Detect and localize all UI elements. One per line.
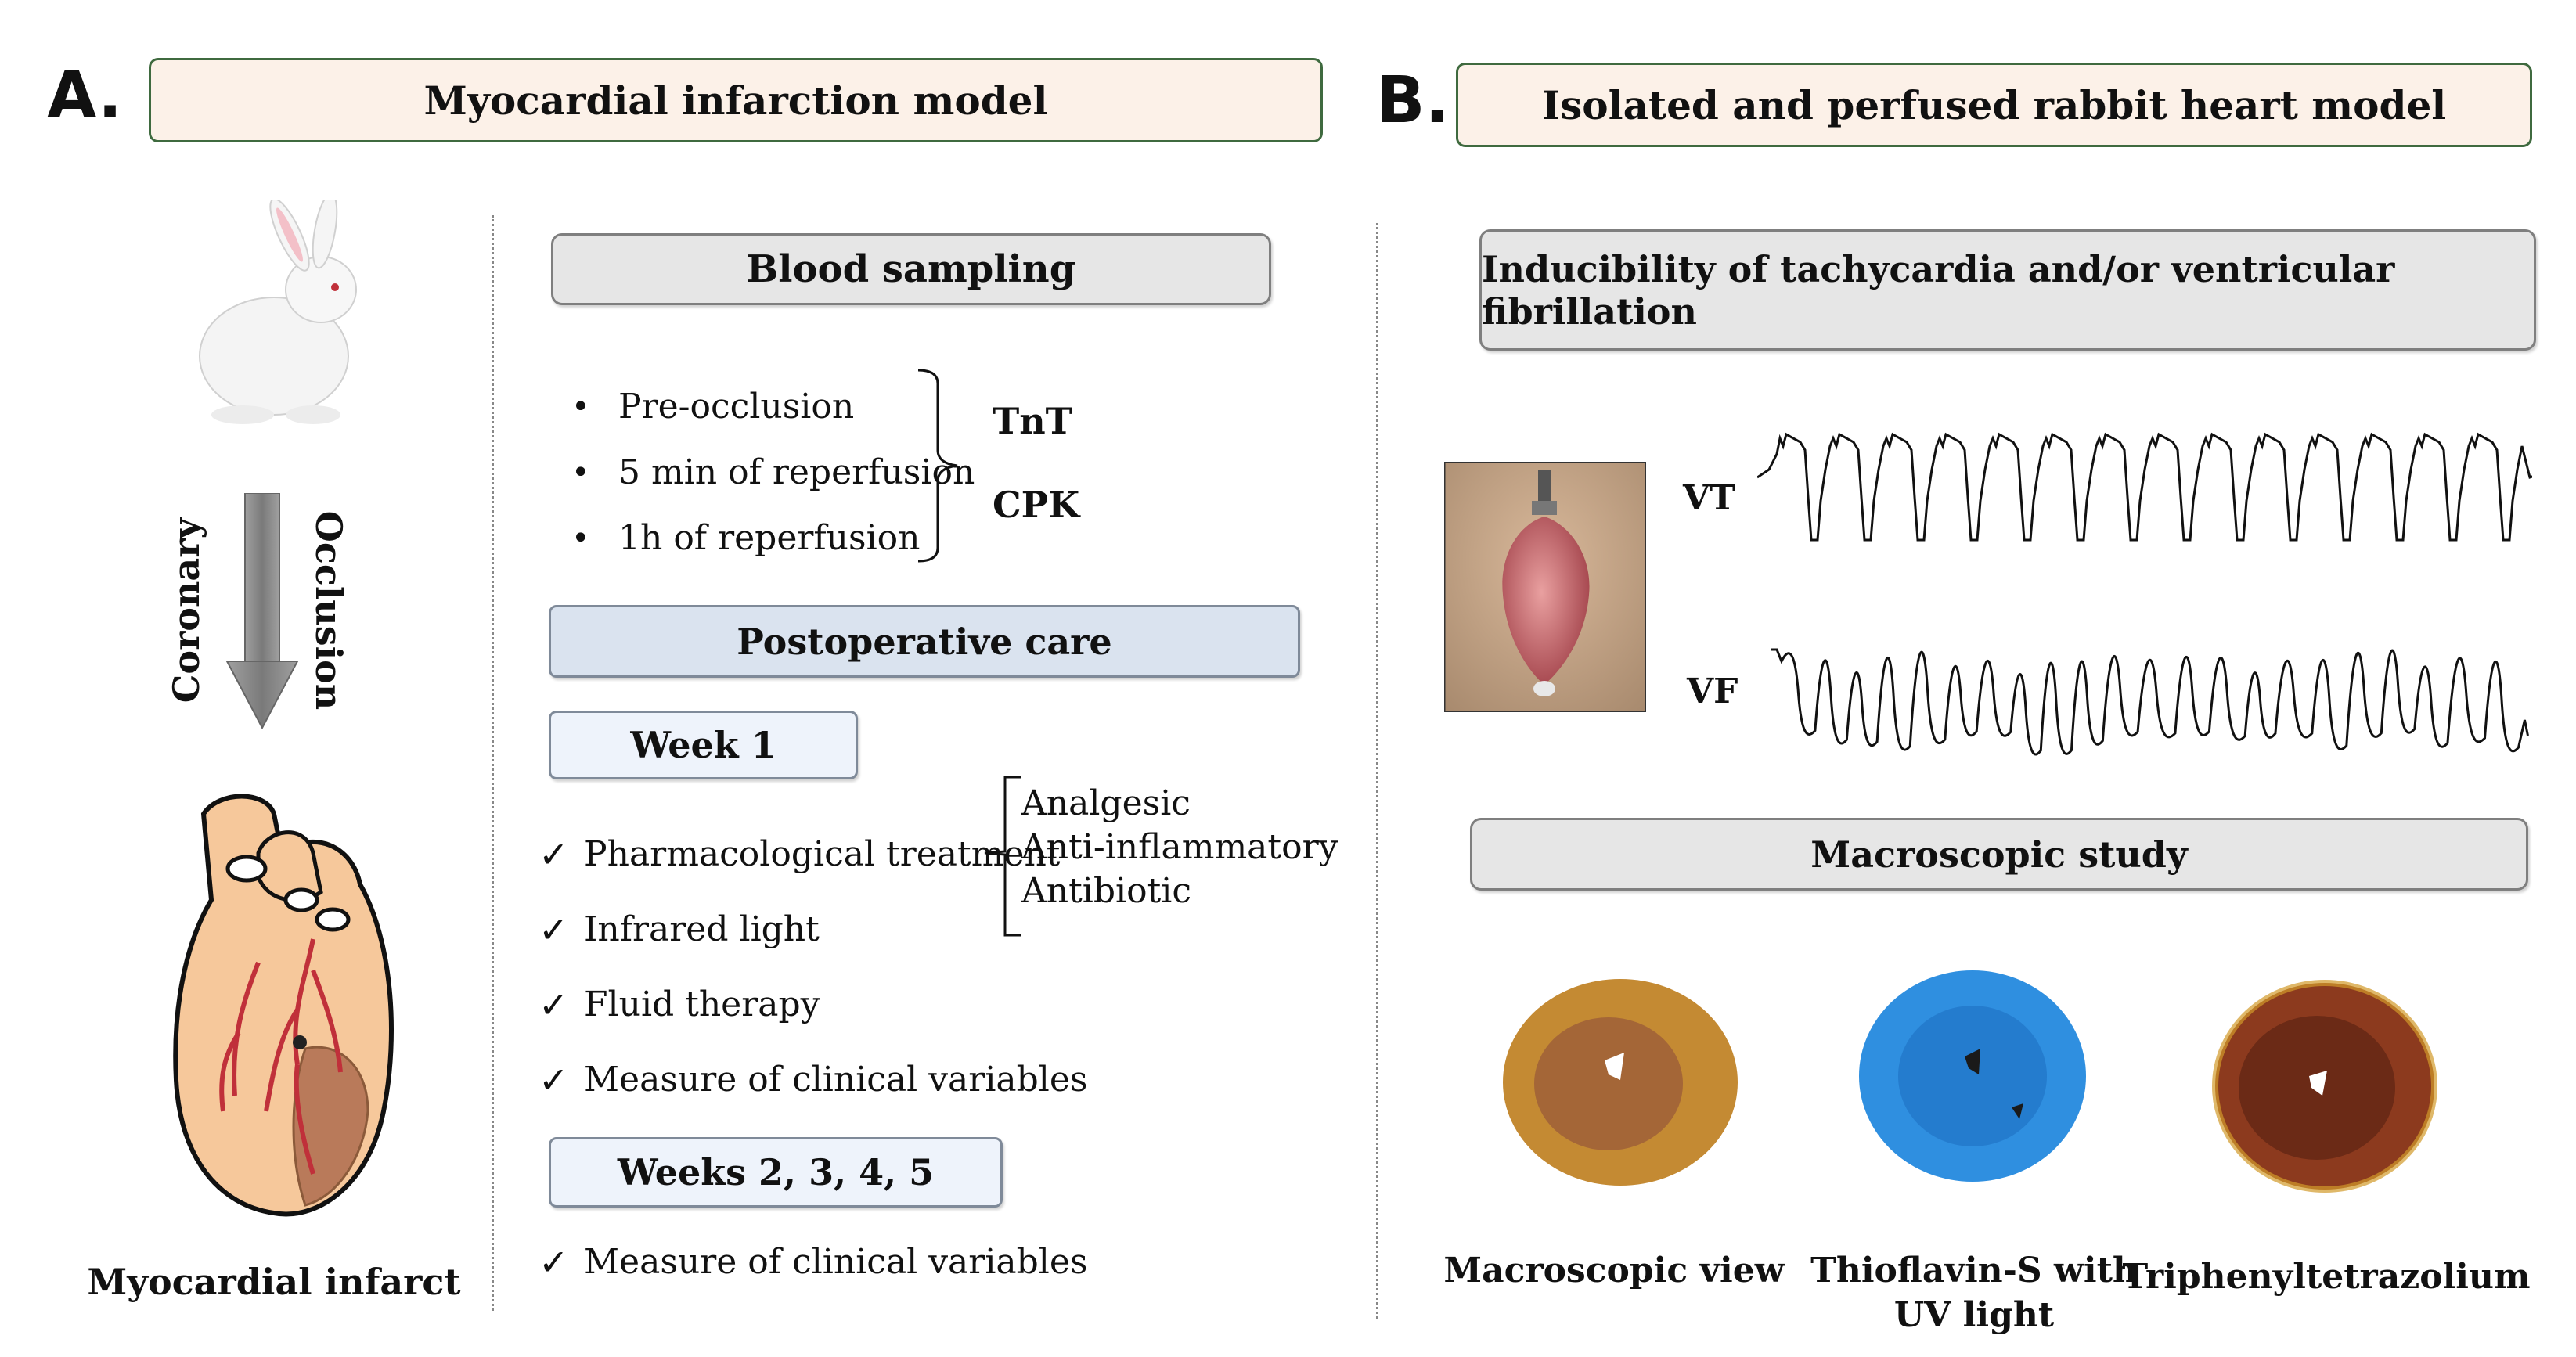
arrow-right-label: Occlusion xyxy=(308,510,350,711)
check-icon: ✓ xyxy=(539,909,569,951)
week1-item: Pharmacological treatment xyxy=(584,834,1061,874)
week1-item: Measure of clinical variables xyxy=(584,1060,1088,1100)
caption-line: Triphenyltetrazolium xyxy=(2122,1257,2531,1297)
treatment-item: Analgesic xyxy=(1021,783,1191,823)
bullet-icon: • xyxy=(571,455,590,491)
trace-vf-label: VF xyxy=(1687,671,1738,711)
marker-tnt: TnT xyxy=(993,400,1072,442)
timepoint-label: 5 min of reperfusion xyxy=(618,452,975,492)
panel-a-title: Myocardial infarction model xyxy=(149,58,1323,142)
slice-inner xyxy=(1898,1006,2047,1146)
list-item: • 1h of reperfusion xyxy=(571,506,975,571)
marker-cpk: CPK xyxy=(993,484,1080,526)
check-icon: ✓ xyxy=(539,1059,569,1101)
list-item: • 5 min of reperfusion xyxy=(571,440,975,506)
week1-item: Fluid therapy xyxy=(584,984,820,1024)
list-item: ✓ Fluid therapy xyxy=(539,967,1087,1042)
list-item: ✓ Measure of clinical variables xyxy=(539,1240,1087,1284)
slice-caption: Macroscopic view xyxy=(1443,1248,1784,1293)
slice-thioflavin xyxy=(1859,970,2086,1182)
postoperative-care-box: Postoperative care xyxy=(549,605,1300,678)
panel-b-title: Isolated and perfused rabbit heart model xyxy=(1456,63,2532,147)
check-icon: ✓ xyxy=(539,1241,569,1283)
vf-ecg-trace xyxy=(1771,648,2529,756)
list-item: ✓ Measure of clinical variables xyxy=(539,1042,1087,1118)
check-icon: ✓ xyxy=(539,833,569,876)
week1-list: ✓ Pharmacological treatment ✓ Infrared l… xyxy=(539,817,1087,1118)
caption-line: Macroscopic view xyxy=(1443,1251,1785,1290)
vt-ecg-trace xyxy=(1757,432,2532,542)
macroscopic-study-box: Macroscopic study xyxy=(1470,818,2528,891)
slice-caption: Thioflavin-S with UV light xyxy=(1810,1248,2138,1337)
trace-vt-label: VT xyxy=(1683,478,1735,518)
bullet-icon: • xyxy=(571,520,590,556)
divider-b xyxy=(1376,223,1378,1319)
blood-sampling-box: Blood sampling xyxy=(551,233,1271,305)
slice-triphenyltetrazolium xyxy=(2212,980,2437,1193)
check-icon: ✓ xyxy=(539,984,569,1026)
week1-box: Week 1 xyxy=(549,711,858,779)
perfused-heart-photo xyxy=(1444,462,1646,712)
caption-line: Thioflavin-S with xyxy=(1810,1251,2138,1290)
down-arrow xyxy=(225,493,299,730)
bullet-icon: • xyxy=(571,389,590,425)
timepoint-label: 1h of reperfusion xyxy=(618,518,921,558)
caption-line: UV light xyxy=(1893,1295,2055,1336)
panel-b-letter: B. xyxy=(1376,63,1450,138)
arrow-left-label: Coronary xyxy=(165,517,207,704)
weeks-later-box: Weeks 2, 3, 4, 5 xyxy=(549,1137,1003,1208)
slice-inner xyxy=(1534,1017,1683,1150)
rabbit-illustration xyxy=(199,200,357,424)
weeks-later-item: Measure of clinical variables xyxy=(584,1242,1088,1282)
timepoint-list: • Pre-occlusion • 5 min of reperfusion •… xyxy=(571,374,975,571)
week1-item: Infrared light xyxy=(584,909,820,949)
inducibility-box: Inducibility of tachycardia and/or ventr… xyxy=(1479,229,2536,351)
heart-illustration xyxy=(173,794,394,1217)
bracket-icon xyxy=(917,369,958,563)
bracket-icon xyxy=(984,776,1021,937)
treatment-item: Antibiotic xyxy=(1021,871,1191,911)
slice-caption: Triphenyltetrazolium xyxy=(2122,1254,2530,1299)
list-item: • Pre-occlusion xyxy=(571,374,975,440)
panel-a-letter: A. xyxy=(47,59,123,133)
weeks-later-list: ✓ Measure of clinical variables xyxy=(539,1240,1087,1284)
divider-a xyxy=(492,215,494,1311)
treatment-list: Analgesic Anti-inflammatory Antibiotic xyxy=(1021,786,1338,918)
timepoint-label: Pre-occlusion xyxy=(618,387,855,427)
treatment-item: Anti-inflammatory xyxy=(1021,827,1338,867)
list-item: ✓ Pharmacological treatment xyxy=(539,817,1087,892)
slice-macroscopic-view xyxy=(1503,979,1738,1186)
heart-caption: Myocardial infarct xyxy=(87,1261,461,1303)
list-item: ✓ Infrared light xyxy=(539,892,1087,967)
